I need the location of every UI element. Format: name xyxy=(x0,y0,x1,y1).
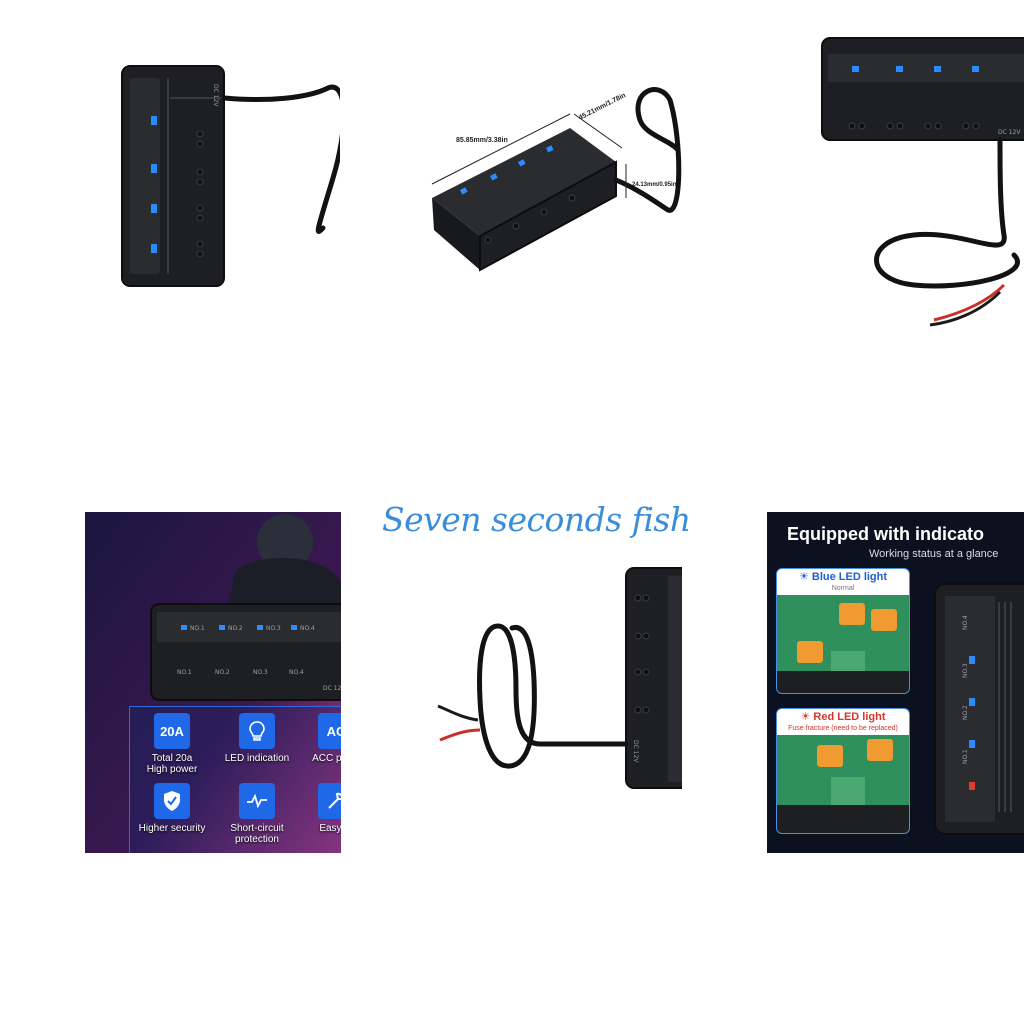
feature-item: AC ACC powe xyxy=(306,713,341,764)
red-led-title: ☀ Red LED light xyxy=(800,711,886,723)
power-label: DC 12V xyxy=(212,84,219,107)
blue-led-note: Normal xyxy=(831,585,855,592)
short-circuit-icon xyxy=(239,783,275,819)
channel-label: NO.1 xyxy=(962,749,969,764)
channel-label: NO.1 xyxy=(190,625,205,632)
width-dimension: 45.21mm/1.78in xyxy=(578,92,627,122)
red-led-note: Fuse fracture (need to be replaced) xyxy=(788,725,898,732)
product-image-top-view: DC 12V xyxy=(118,58,340,294)
channel-label: NO.1 xyxy=(177,669,192,676)
rider-background-svg: NO.1 NO.2 NO.3 NO.4 NO.1 NO.2 NO.3 NO.4 … xyxy=(85,512,341,853)
length-dimension: 85.85mm/3.38in xyxy=(456,137,508,144)
fuse-box-front-svg: DC 12V xyxy=(821,37,1024,327)
fuse-box-side-svg: DC 12V xyxy=(437,567,682,789)
channel-label: NO.4 xyxy=(289,669,304,676)
feature-item: Higher security xyxy=(134,783,210,834)
height-dimension: 24.13mm/0.95in xyxy=(632,182,677,188)
blown-fuse-closeup-svg xyxy=(777,735,909,833)
power-label: DC 12V xyxy=(323,685,341,692)
channel-label: NO.4 xyxy=(962,615,969,630)
channel-label: NO.3 xyxy=(253,669,268,676)
power-label: DC 12V xyxy=(632,740,639,763)
power-label: DC 12V xyxy=(998,129,1021,136)
product-image-indicators: Equipped with indicato Working status at… xyxy=(767,512,1024,853)
blue-led-title: ☀ Blue LED light xyxy=(798,571,888,583)
feature-item: Short-circuit protection xyxy=(218,783,296,845)
indicator-subline: Working status at a glance xyxy=(869,548,999,560)
brand-name: Seven seconds fish xyxy=(382,500,691,539)
acc-power-icon: AC xyxy=(318,713,341,749)
led-bulb-icon xyxy=(239,713,275,749)
channel-label: NO.2 xyxy=(962,705,969,720)
bulb-icon: ☀ xyxy=(800,711,814,723)
red-led-card: ☀ Red LED light Fuse fracture (need to b… xyxy=(776,708,910,834)
fuse-box-dimension-svg: 85.85mm/3.38in 45.21mm/1.78in 24.13mm/0.… xyxy=(431,87,682,272)
channel-label: NO.2 xyxy=(215,669,230,676)
feature-item: LED indication xyxy=(218,713,296,764)
power-20a-icon: 20A xyxy=(154,713,190,749)
fuse-box-vertical-svg: DC 12V xyxy=(121,65,340,287)
indicator-headline: Equipped with indicato xyxy=(787,524,984,544)
product-image-dimensions: 85.85mm/3.38in 45.21mm/1.78in 24.13mm/0.… xyxy=(420,80,682,280)
product-image-side-view: DC 12V xyxy=(420,560,682,810)
feature-item: 20A Total 20a High power xyxy=(136,713,208,775)
product-image-features: NO.1 NO.2 NO.3 NO.4 NO.1 NO.2 NO.3 NO.4 … xyxy=(85,512,341,853)
channel-label: NO.4 xyxy=(300,625,315,632)
channel-label: NO.2 xyxy=(228,625,243,632)
fuse-closeup-svg xyxy=(777,595,909,693)
shield-check-icon xyxy=(154,783,190,819)
product-image-front-view: DC 12V xyxy=(804,30,1024,340)
feature-item: Easy to xyxy=(306,783,341,834)
feature-panel: 20A Total 20a High power LED indication … xyxy=(129,706,341,853)
channel-label: NO.3 xyxy=(266,625,281,632)
blue-led-card: ☀ Blue LED light Normal xyxy=(776,568,910,694)
channel-label: NO.3 xyxy=(962,663,969,678)
tool-icon xyxy=(318,783,341,819)
bulb-icon: ☀ xyxy=(798,571,812,583)
